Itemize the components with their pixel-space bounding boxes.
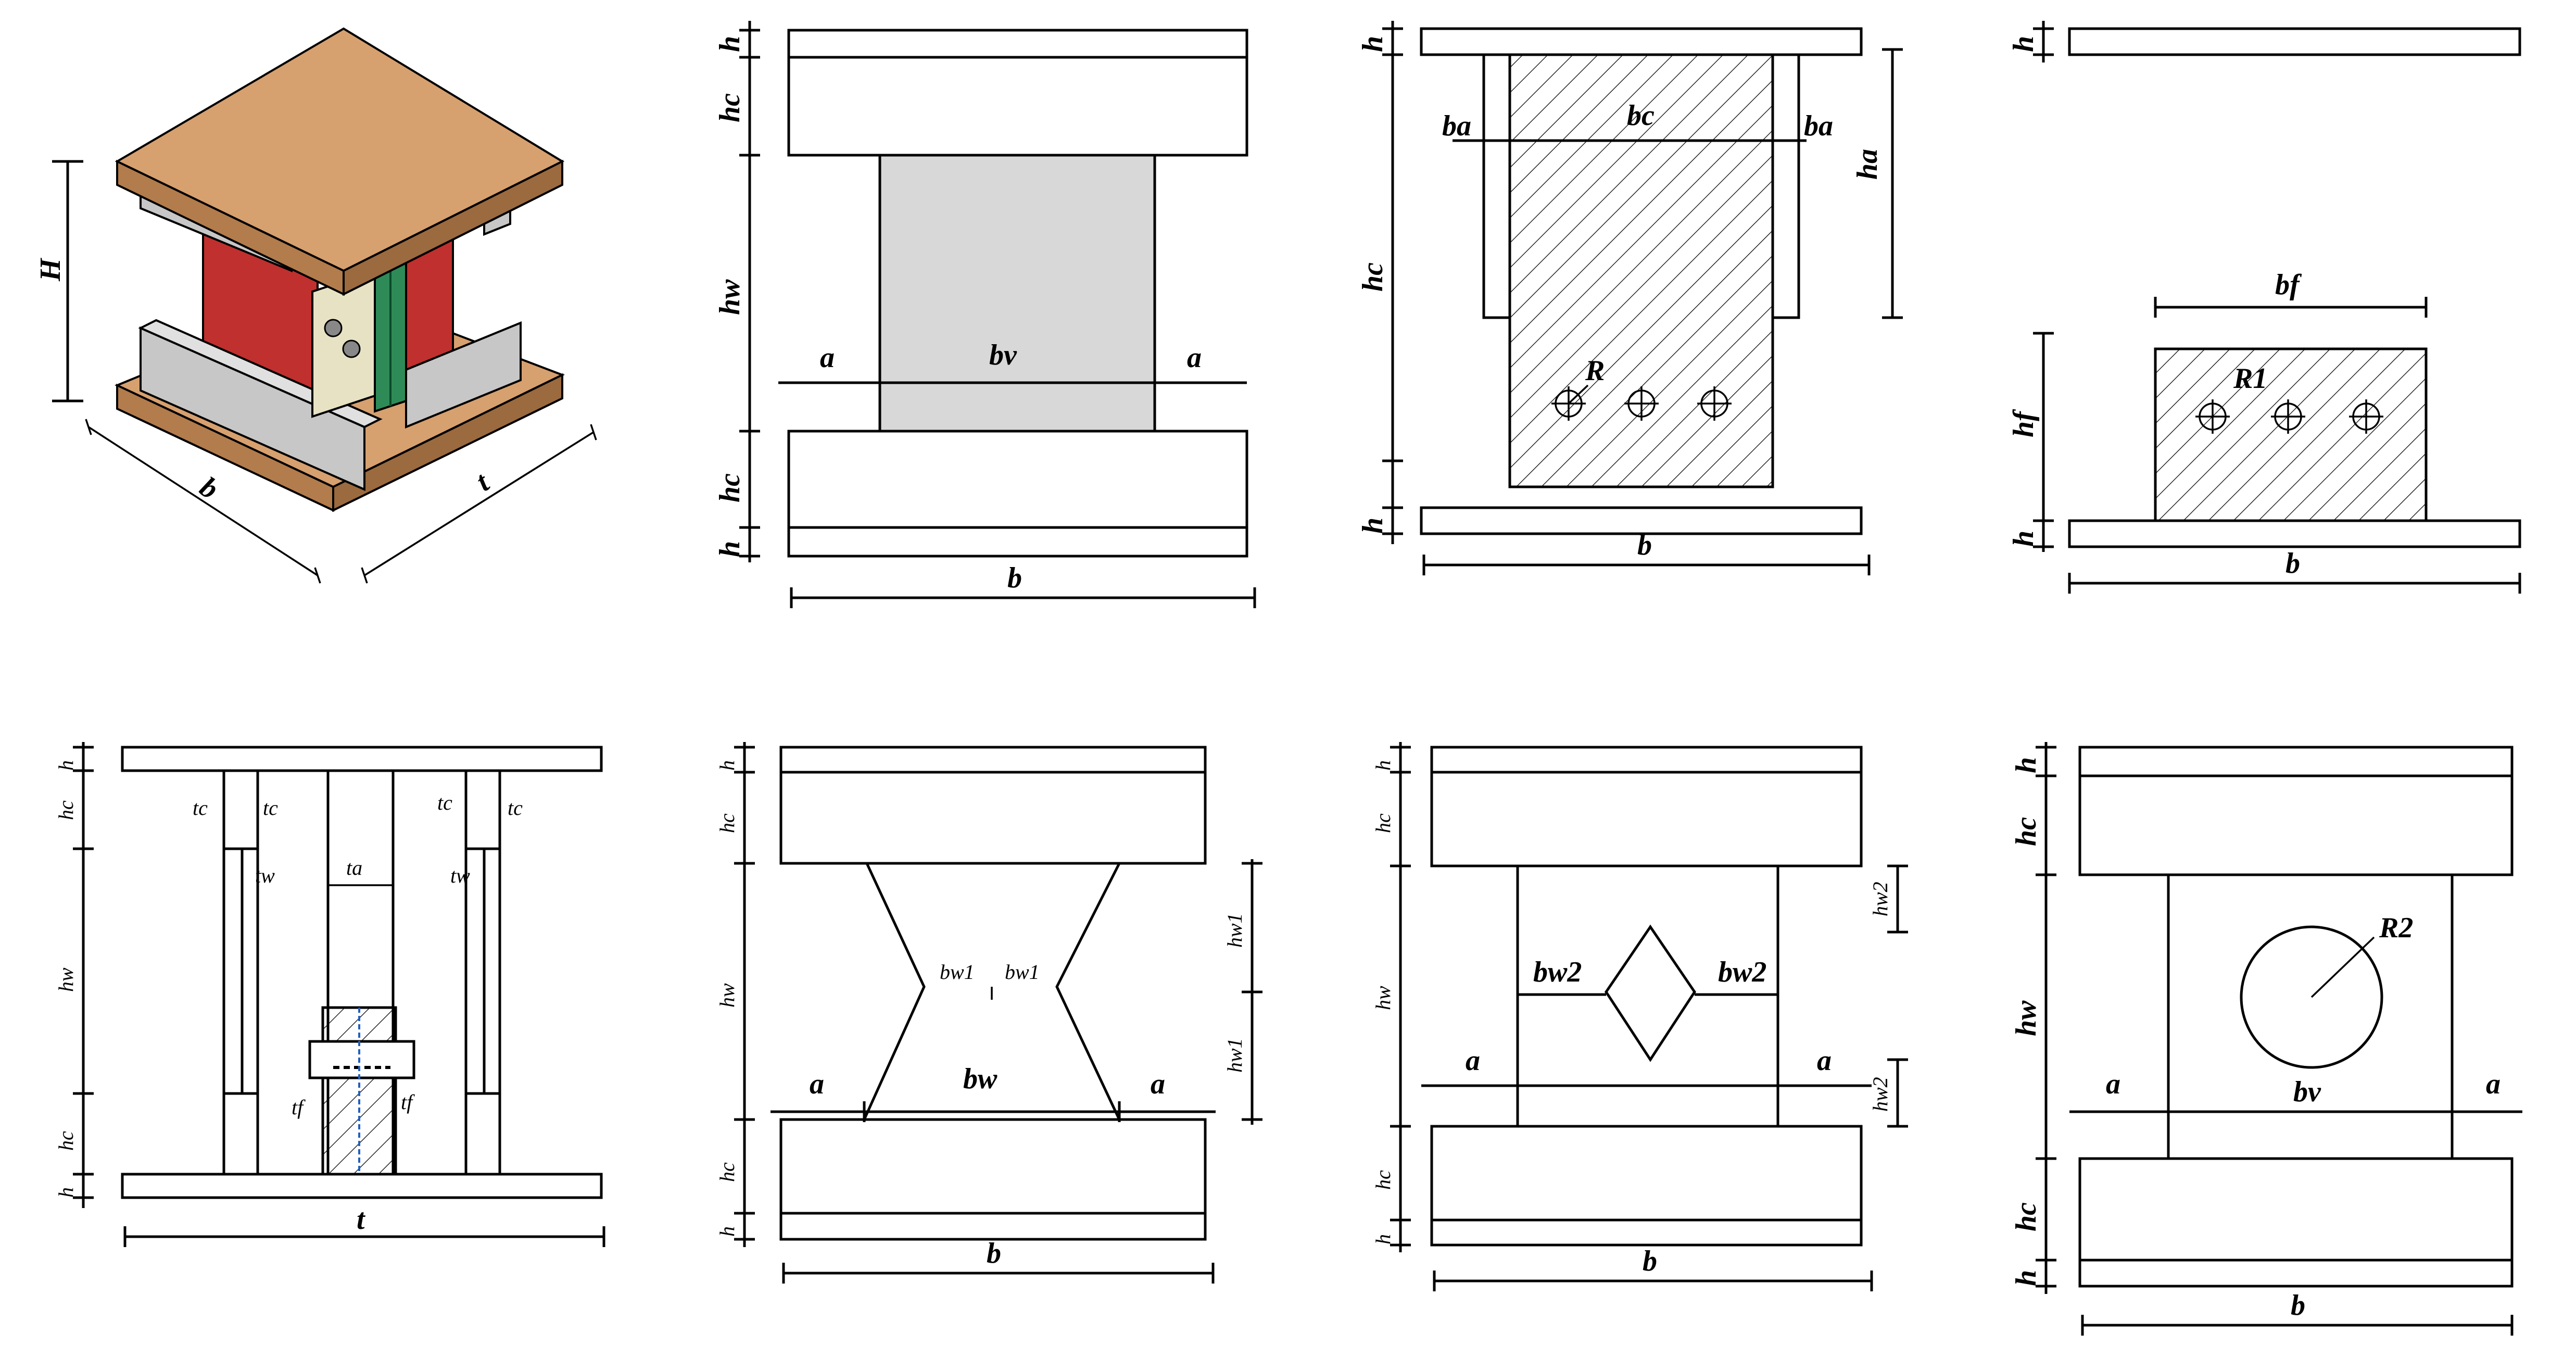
label-ha: ha <box>1851 149 1884 180</box>
label-H: H <box>34 258 67 282</box>
label-b: b <box>1007 562 1022 594</box>
label-h-top: h <box>714 36 746 52</box>
label-tc-4: tc <box>508 796 523 820</box>
label-b-4: b <box>2285 547 2300 580</box>
label-a-right-8: a <box>2486 1068 2501 1100</box>
label-tf-left: tf <box>292 1096 306 1119</box>
label-hw: hw <box>714 279 746 315</box>
label-bw1-right: bw1 <box>1005 960 1040 984</box>
label-b-3: b <box>1637 529 1652 561</box>
label-hc-3: hc <box>1357 262 1389 292</box>
side-elevation: tc tc tc tc tw tw ta tf tf h hc hw hc h … <box>54 742 605 1247</box>
label-ba-right: ba <box>1804 110 1833 142</box>
label-bw2-left: bw2 <box>1533 956 1582 988</box>
label-h-bottom-6: h <box>715 1226 739 1237</box>
label-bv: bv <box>989 339 1017 371</box>
label-R1: R1 <box>2233 362 2267 395</box>
label-h-bottom-8: h <box>2010 1270 2042 1286</box>
label-hw1-bottom: hw1 <box>1223 1038 1246 1073</box>
label-a-left-7: a <box>1466 1045 1480 1077</box>
label-R: R <box>1585 355 1605 387</box>
label-a-left: a <box>820 342 835 374</box>
label-h-bottom-5: h <box>54 1187 78 1198</box>
label-a-right-6: a <box>1151 1068 1165 1100</box>
label-hc-top-8: hc <box>2010 817 2042 846</box>
label-tc-2: tc <box>263 796 278 820</box>
elevation-solid-web: h hc hw hc h a bv a b <box>714 21 1256 608</box>
label-t-iso: t <box>470 466 495 498</box>
label-hw-6: hw <box>715 983 739 1008</box>
label-tc-3: tc <box>437 791 452 814</box>
label-bf: bf <box>2275 269 2302 301</box>
label-b-8: b <box>2291 1289 2305 1322</box>
label-h-top-3: h <box>1357 36 1389 52</box>
label-hc-top-5: hc <box>54 800 78 820</box>
label-h-top-5: h <box>54 760 78 771</box>
label-hw2-bottom: hw2 <box>1868 1077 1892 1112</box>
label-h-top-7: h <box>1371 760 1395 771</box>
label-R2: R2 <box>2379 912 2413 944</box>
label-hc-top: hc <box>714 93 746 122</box>
label-hc-bottom-7: hc <box>1371 1170 1395 1190</box>
label-a-left-6: a <box>810 1068 824 1100</box>
elevation-x-web: bw1 bw1 a bw a hw1 hw1 h hc hw hc h b <box>715 742 1262 1284</box>
label-h-top-6: h <box>715 760 739 771</box>
label-b-7: b <box>1643 1245 1657 1277</box>
label-hw1-top: hw1 <box>1223 913 1246 948</box>
label-h-bottom-4: h <box>2007 531 2040 547</box>
label-tw-left: tw <box>255 864 275 887</box>
label-bw1-left: bw1 <box>940 960 975 984</box>
label-ta: ta <box>346 856 362 879</box>
label-t-5: t <box>357 1203 365 1236</box>
label-hc-bottom-8: hc <box>2010 1202 2042 1231</box>
label-h-bottom: h <box>714 541 746 557</box>
label-hc-top-7: hc <box>1371 813 1395 833</box>
elevation-angle-concrete: R ba bc ba h hc h ha b <box>1357 21 1903 575</box>
elevation-diamond-opening: bw2 bw2 a a hw2 hw2 h hc hw hc h b <box>1371 742 1908 1291</box>
label-tc-1: tc <box>193 796 208 820</box>
label-ba-left: ba <box>1442 110 1471 142</box>
label-hc-top-6: hc <box>715 813 739 833</box>
label-a-right: a <box>1187 342 1202 374</box>
label-tf-right: tf <box>401 1090 415 1114</box>
label-bw: bw <box>963 1063 997 1095</box>
label-a-left-8: a <box>2106 1068 2120 1100</box>
label-hv: hw <box>2010 1000 2042 1036</box>
label-h-bottom-3: h <box>1357 518 1389 534</box>
label-tw-right: tw <box>450 864 470 887</box>
label-bc: bc <box>1627 99 1655 132</box>
label-b-iso: b <box>194 471 224 506</box>
label-hc-bottom-6: hc <box>715 1162 739 1182</box>
label-hc-bottom-5: hc <box>54 1131 78 1151</box>
label-bw2-right: bw2 <box>1718 956 1766 988</box>
label-hw2-top: hw2 <box>1868 882 1892 916</box>
label-h-top-8: h <box>2010 757 2042 773</box>
label-a-right-7: a <box>1817 1045 1832 1077</box>
label-hf: hf <box>2007 409 2040 437</box>
label-bv-8: bv <box>2293 1076 2321 1108</box>
elevation-fin-plate: R1 bf h hf h b <box>2007 21 2521 594</box>
label-hc-bottom: hc <box>714 473 746 502</box>
label-b-6: b <box>987 1237 1001 1269</box>
elevation-circular-opening: R2 a bv a h hc hw hc h b <box>2010 742 2522 1336</box>
label-h-bottom-7: h <box>1371 1234 1395 1244</box>
label-hw-7: hw <box>1371 986 1395 1010</box>
isometric-view: H b t <box>34 27 597 584</box>
label-h-top-4: h <box>2007 36 2040 52</box>
label-hw-5: hw <box>54 967 78 992</box>
